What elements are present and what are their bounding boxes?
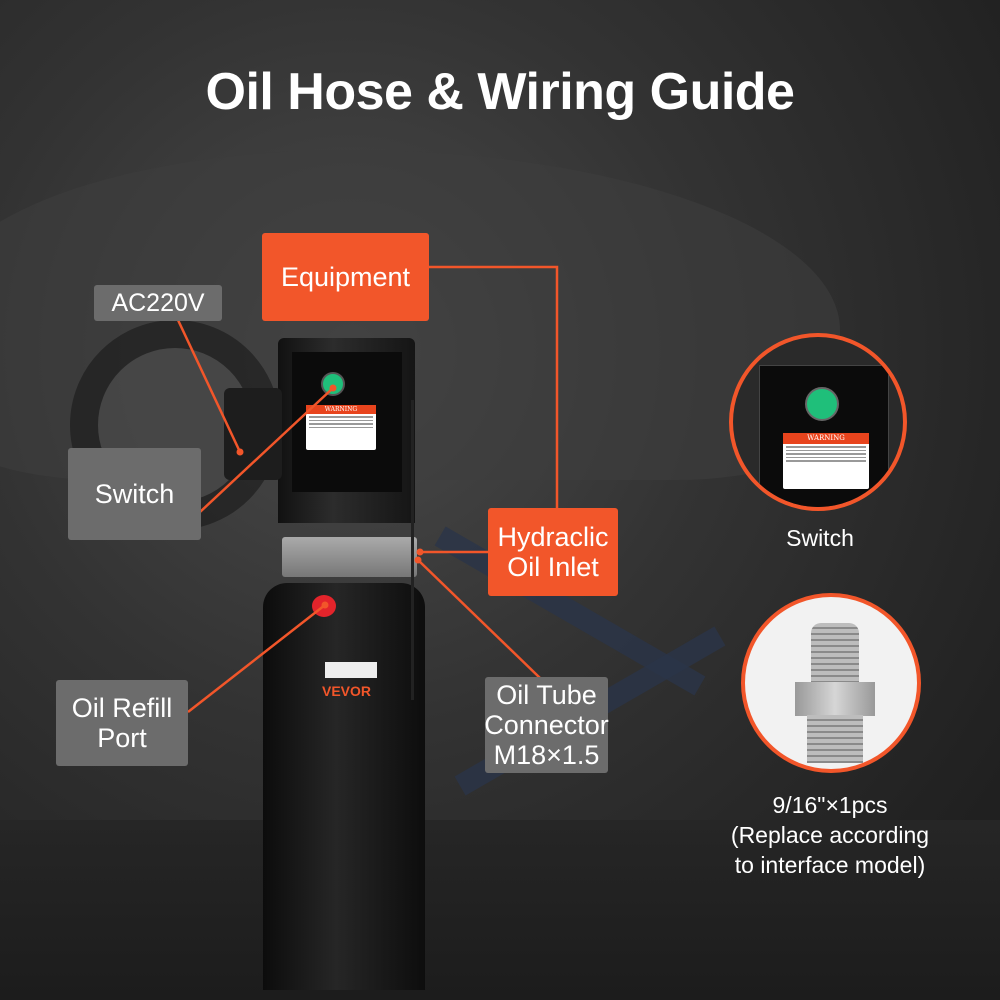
hydraulic-hose bbox=[408, 400, 414, 700]
green-switch-button bbox=[805, 387, 839, 421]
serial-sticker bbox=[325, 662, 377, 678]
refill-callout-line bbox=[187, 604, 326, 713]
equipment-label: Equipment bbox=[262, 233, 429, 321]
tube-callout-line bbox=[417, 559, 541, 679]
valve-block bbox=[282, 537, 417, 577]
capacitor-box bbox=[224, 388, 282, 480]
fitting-top-thread bbox=[811, 623, 859, 685]
switch-label: Switch bbox=[68, 448, 201, 540]
ac220v-label: AC220V bbox=[94, 285, 222, 321]
switch-inset-caption: Switch bbox=[786, 525, 854, 551]
fitting-hex-nut bbox=[795, 682, 875, 716]
warning-label: WARNING bbox=[783, 433, 869, 489]
warning-label: WARNING bbox=[306, 405, 376, 450]
fitting-caption: 9/16"×1pcs (Replace according to interfa… bbox=[730, 792, 930, 878]
green-switch-button bbox=[321, 372, 345, 396]
switch-callout-line bbox=[199, 387, 334, 513]
equipment-callout-line bbox=[428, 265, 559, 510]
brand-logo: VEVOR bbox=[322, 683, 372, 699]
fitting-inset-circle bbox=[741, 593, 921, 773]
fitting-bottom-thread bbox=[807, 715, 863, 763]
page-title: Oil Hose & Wiring Guide bbox=[205, 63, 795, 121]
ac-callout-line bbox=[176, 319, 242, 453]
switch-inset-circle: WARNING bbox=[729, 333, 907, 511]
tank bbox=[263, 583, 425, 990]
background-floor bbox=[0, 820, 1000, 1000]
